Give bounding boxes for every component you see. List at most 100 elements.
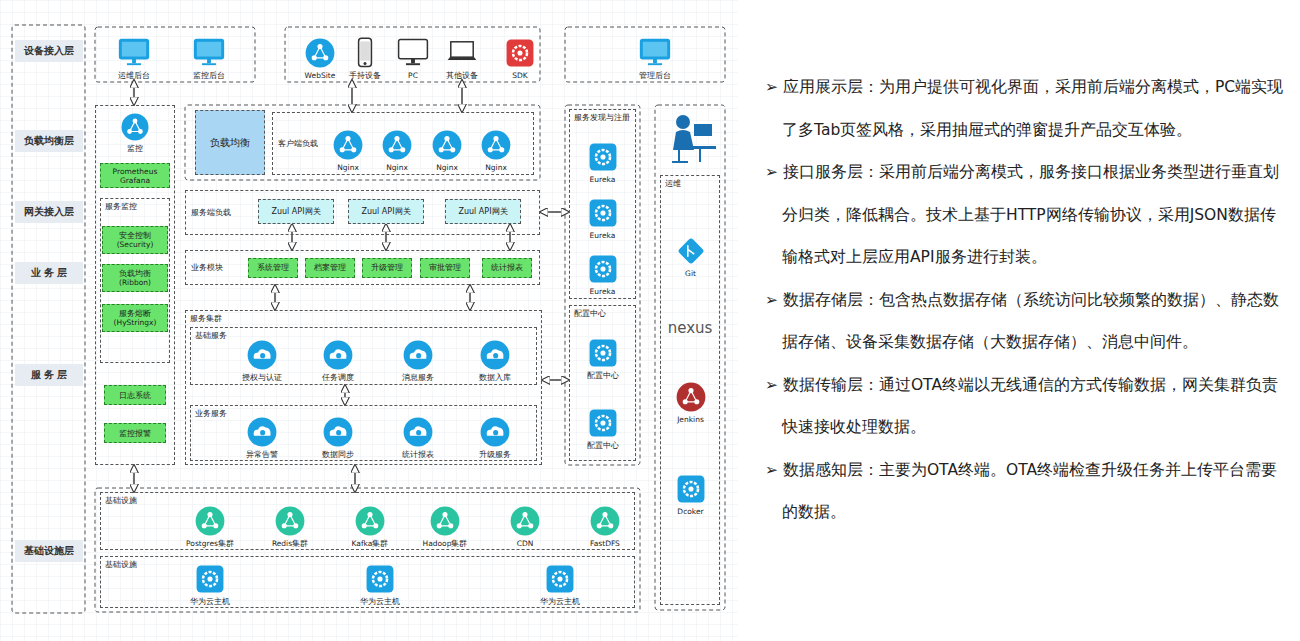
icon-node: 管理后台 bbox=[618, 30, 692, 80]
node-text: 网关接入层 bbox=[24, 206, 74, 218]
node-text: 负载均衡层 bbox=[24, 135, 74, 147]
node-text: 监控报警 bbox=[119, 429, 151, 438]
icon-node: 配置中心 bbox=[580, 322, 625, 380]
node-text: 数据同步 bbox=[322, 450, 354, 459]
process-box: 系统管理 bbox=[248, 258, 298, 278]
icon-glyph bbox=[481, 418, 510, 447]
icon-glyph bbox=[507, 40, 534, 67]
node-text: Nginx bbox=[436, 163, 458, 172]
icon-node: Hadoop集群 bbox=[410, 496, 480, 548]
group-box: 客户端负载NginxNginxNginxNginx bbox=[272, 112, 534, 175]
node-text: 管理后台 bbox=[639, 71, 671, 80]
icon bbox=[589, 505, 621, 537]
node-text: 业务模块 bbox=[191, 263, 223, 273]
double-arrow bbox=[291, 225, 292, 249]
icon bbox=[480, 129, 512, 161]
icon-node: 华为云主机 bbox=[525, 558, 595, 606]
icon bbox=[429, 505, 461, 537]
group-box: 业务模块系统管理档案管理升级管理审批管理统计报表 bbox=[185, 250, 540, 285]
node-text: FastDFS bbox=[590, 539, 620, 548]
icon bbox=[675, 473, 707, 505]
layer-column bbox=[12, 25, 85, 613]
node-text: Dcoker bbox=[677, 507, 703, 516]
node-text: Zuul API网关 bbox=[458, 207, 507, 217]
icon bbox=[118, 37, 150, 69]
node-text: Jenkins bbox=[677, 415, 704, 424]
node-text: Redis集群 bbox=[272, 539, 308, 548]
icon-glyph bbox=[367, 566, 394, 593]
description-text: ➢ 接口服务层：采用前后端分离模式，服务接口根据业务类型进行垂直划分归类，降低耦… bbox=[765, 151, 1290, 279]
node-text: 负载均衡 (Ribbon) bbox=[103, 269, 167, 287]
icon bbox=[246, 339, 278, 371]
node-text: 统计报表 bbox=[491, 263, 523, 273]
icon-node: Eureka bbox=[580, 244, 625, 296]
icon-glyph bbox=[448, 42, 477, 60]
device-group bbox=[285, 27, 540, 82]
group-box: 基础设施华为云主机华为云主机华为云主机 bbox=[100, 556, 635, 608]
process-box: 审批管理 bbox=[420, 258, 470, 278]
group-box: 服务监控安全控制 (Security)负载均衡 (Ribbon)服务熔断 (Hy… bbox=[100, 198, 170, 363]
grid-ground bbox=[0, 0, 738, 641]
process-box: nexus bbox=[663, 310, 717, 346]
node-text: 运维 bbox=[665, 179, 715, 188]
node-text: 系统管理 bbox=[257, 263, 289, 273]
layer-label: 服 务 层 bbox=[15, 364, 83, 386]
icon bbox=[479, 416, 511, 448]
icon-glyph bbox=[334, 131, 363, 160]
process-box: 统计报表 bbox=[482, 258, 532, 278]
node-text: CDN bbox=[517, 539, 534, 548]
icon bbox=[246, 416, 278, 448]
icon bbox=[639, 37, 671, 69]
node-text: 升级服务 bbox=[479, 450, 511, 459]
node-text: PC bbox=[408, 71, 418, 80]
icon-node: Nginx bbox=[471, 116, 521, 172]
node-text: 配置中心 bbox=[587, 441, 619, 450]
icon-glyph bbox=[641, 40, 670, 66]
node-text: 授权与认证 bbox=[242, 373, 282, 382]
icon-glyph bbox=[324, 341, 353, 370]
node-text: 配置中心 bbox=[587, 371, 619, 380]
infrastructure-group bbox=[95, 488, 640, 612]
layer-label: 负载均衡层 bbox=[15, 130, 83, 152]
node-text: 负载均衡 bbox=[210, 137, 250, 149]
icon-glyph bbox=[547, 566, 574, 593]
node-text: 客户端负载 bbox=[278, 139, 318, 149]
node-text: 其他设备 bbox=[446, 71, 478, 80]
icon bbox=[322, 339, 354, 371]
process-box: 升级管理 bbox=[362, 258, 412, 278]
node-text: 华为云主机 bbox=[190, 597, 230, 606]
icon-node: 监控后台 bbox=[181, 30, 237, 80]
layer-label: 网关接入层 bbox=[15, 201, 83, 223]
icon-glyph bbox=[404, 341, 433, 370]
node-text: 升级管理 bbox=[371, 263, 403, 273]
description-text: ➢ 数据感知层：主要为OTA终端。OTA终端检查升级任务并上传平台需要的数据。 bbox=[765, 449, 1290, 534]
icon-glyph bbox=[676, 383, 705, 412]
double-arrow bbox=[469, 286, 470, 309]
icon-glyph bbox=[324, 418, 353, 447]
description-text: ➢ 应用展示层：为用户提供可视化界面，采用前后端分离模式，PC端实现了多Tab页… bbox=[765, 66, 1290, 151]
icon-glyph bbox=[276, 507, 305, 536]
process-box: 安全控制 (Security) bbox=[102, 226, 168, 254]
process-box: Zuul API网关 bbox=[258, 199, 334, 224]
process-box: Zuul API网关 bbox=[445, 199, 521, 224]
icon-glyph bbox=[404, 418, 433, 447]
node-text: nexus bbox=[668, 319, 713, 337]
node-text: Eureka bbox=[590, 287, 616, 296]
icon-node: Redis集群 bbox=[255, 496, 325, 548]
double-arrow bbox=[541, 211, 568, 212]
icon-glyph bbox=[589, 256, 616, 283]
device-group bbox=[95, 27, 255, 82]
icon bbox=[304, 37, 336, 69]
node-text: 监控后台 bbox=[193, 71, 225, 80]
node-text: 基础设施 bbox=[105, 496, 630, 505]
node-text: 业务服务 bbox=[195, 409, 532, 418]
icon bbox=[446, 37, 478, 69]
node-text: 服务监控 bbox=[105, 202, 165, 211]
node-text: Nginx bbox=[337, 163, 359, 172]
layer-label: 业 务 层 bbox=[15, 262, 83, 284]
node-text: Zuul API网关 bbox=[361, 207, 410, 217]
node-text: 监控 bbox=[127, 144, 143, 154]
icon-node: 监控Prometheus Grafana服务监控安全控制 (Security)负… bbox=[95, 105, 175, 465]
node-text: 安全控制 (Security) bbox=[103, 231, 167, 249]
double-arrow bbox=[344, 386, 345, 404]
